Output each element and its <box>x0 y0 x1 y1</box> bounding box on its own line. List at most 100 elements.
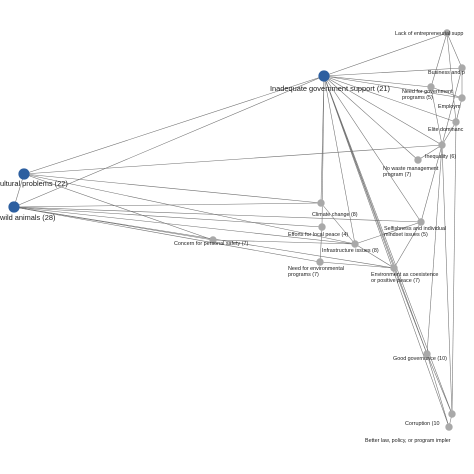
edge-entre-bus <box>446 32 463 69</box>
node-label-good: Good governance (10) <box>393 356 447 362</box>
node-emp[interactable] <box>458 94 466 102</box>
edge-gov-ineq <box>323 75 443 146</box>
node-label-line: No waste management <box>383 166 439 172</box>
node-label-bus: Business and p <box>428 70 465 76</box>
node-label-corr: Corruption (10 <box>405 421 439 427</box>
edge-entre-need <box>430 32 448 88</box>
node-peace[interactable] <box>318 223 326 231</box>
node-bus[interactable] <box>458 64 466 72</box>
edge-need-ineq <box>430 86 443 146</box>
node-label-entre: Lack of entrepreneurial supp <box>395 31 463 37</box>
edge-gov-self <box>323 75 422 223</box>
edge-layer <box>13 32 463 428</box>
node-label-line: Need for government <box>402 89 453 95</box>
edge-ineq-good <box>426 144 443 355</box>
node-cult[interactable] <box>18 168 30 180</box>
edge-infra-coex <box>354 243 395 269</box>
node-label-climate: Climate change (8) <box>312 212 358 218</box>
node-label-line: programs (7) <box>288 272 319 278</box>
edge-elite-corr <box>451 121 457 415</box>
node-label-line: programs (5) <box>402 95 433 101</box>
edge-cult-gov <box>23 75 325 175</box>
edge-wild-infra <box>13 206 356 245</box>
node-label-law: Better law, policy, or program impler <box>365 438 451 444</box>
edge-wild-climate <box>13 202 322 208</box>
node-wild[interactable] <box>8 201 20 213</box>
edge-coex-good <box>393 267 428 355</box>
edge-ineq-waste <box>417 144 443 161</box>
node-ineq[interactable] <box>438 141 446 149</box>
edge-ineq-corr <box>441 144 453 415</box>
edge-good-corr <box>426 353 453 415</box>
node-label-infra: Infrastructure issues (8) <box>322 248 379 254</box>
edge-wild-coex <box>13 206 395 269</box>
node-label-line: mindset issues (5) <box>384 232 428 238</box>
edge-wild-self <box>13 206 422 223</box>
edge-gov-good <box>323 75 428 355</box>
edge-cult-ineq <box>23 144 443 175</box>
edge-gov-elite <box>323 75 457 123</box>
node-label-safety: Concern for personal safety (7) <box>174 241 249 247</box>
edge-gov-infra <box>323 75 356 245</box>
edge-envprog-coex <box>319 261 395 269</box>
edge-ineq-self <box>420 144 443 223</box>
edge-elite-ineq <box>441 121 457 146</box>
edge-gov-need <box>323 75 432 88</box>
node-climate[interactable] <box>317 199 325 207</box>
node-entre[interactable] <box>443 29 451 37</box>
edge-wild-peace <box>13 206 323 228</box>
node-label-emp: Employm <box>438 104 461 110</box>
node-coex[interactable] <box>390 264 398 272</box>
node-need[interactable] <box>427 83 435 91</box>
node-label-line: or positive peace (7) <box>371 278 420 284</box>
edge-self-coex <box>393 221 422 269</box>
edge-gov-emp <box>323 75 463 99</box>
node-envprog[interactable] <box>316 258 324 266</box>
edge-climate-infra <box>320 202 356 245</box>
edge-gov-entre <box>323 32 448 77</box>
edge-cult-safety <box>23 173 214 241</box>
node-label-ineq: Inequality (6) <box>425 154 456 160</box>
node-law[interactable] <box>445 423 453 431</box>
node-infra[interactable] <box>351 240 359 248</box>
edge-elite-emp <box>455 97 463 123</box>
node-good[interactable] <box>423 350 431 358</box>
edge-infra-safety <box>212 239 356 245</box>
node-corr[interactable] <box>448 410 456 418</box>
node-label-line: Selfishness and individual <box>384 226 446 232</box>
node-safety[interactable] <box>209 236 217 244</box>
edge-gov-corr <box>323 75 453 415</box>
edge-need-emp <box>430 86 463 99</box>
edge-gov-law <box>323 75 450 428</box>
node-layer <box>8 29 466 431</box>
edge-cult-wild <box>13 173 25 208</box>
edge-good-law <box>426 353 450 428</box>
node-label-wild: wild animals (28) <box>0 213 55 222</box>
node-label-line: Environment as coexistence <box>371 272 438 278</box>
edge-gov-bus <box>323 67 463 77</box>
label-layer: Inadequate government support (21) ultura… <box>0 31 465 444</box>
edge-peace-envprog <box>319 226 323 263</box>
edge-cult-climate <box>23 173 322 204</box>
node-elite[interactable] <box>452 118 460 126</box>
edge-entre-elite <box>446 32 457 123</box>
node-label-gov: Inadequate government support (21) <box>270 84 390 93</box>
edge-gov-waste <box>323 75 419 161</box>
node-self[interactable] <box>417 218 425 226</box>
node-label-line: Need for environmental <box>288 266 344 272</box>
node-gov[interactable] <box>318 70 330 82</box>
node-waste[interactable] <box>414 156 422 164</box>
edge-wild-envprog <box>13 206 321 263</box>
edge-cult-infra <box>23 173 356 245</box>
node-label-cult: ultural problems (22) <box>0 179 68 188</box>
node-label-peace: Efforts for local peace (4) <box>288 232 348 238</box>
edge-self-infra <box>354 221 422 245</box>
node-label-elite: Elite dominanc <box>428 127 464 133</box>
node-label-line: program (7) <box>383 172 411 178</box>
